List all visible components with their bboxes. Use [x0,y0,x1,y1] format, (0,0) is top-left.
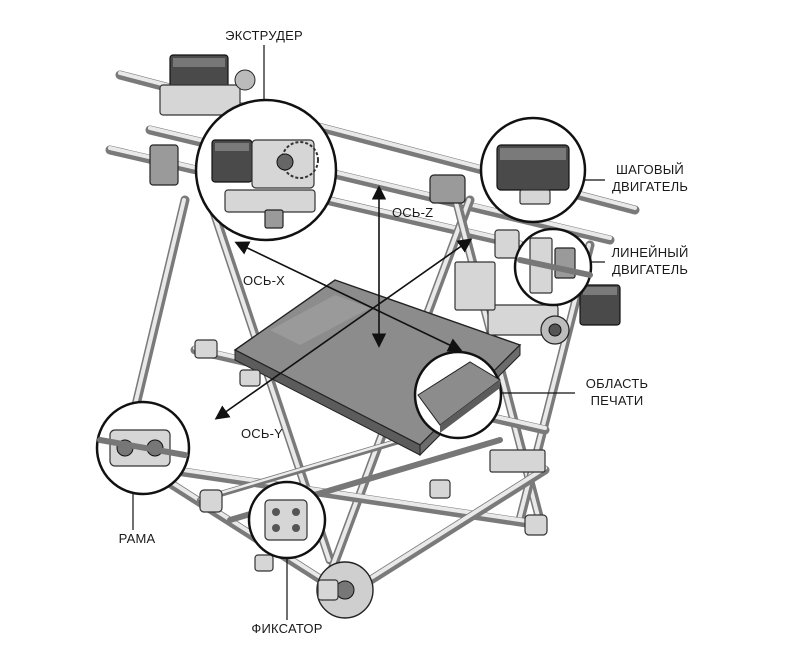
extruder-carriage [149,54,256,186]
extruder-callout [194,98,338,242]
label-clamp: ФИКСАТОР [251,621,322,636]
frame-callout [95,400,191,496]
axis-arrows [214,185,473,420]
label-axis-z: ОСЬ-Z [392,205,433,220]
print-area-callout [413,350,503,440]
corner-assembly [316,561,374,619]
label-frame: РАМА [119,531,156,546]
clamp-callout [247,480,327,560]
label-stepper-line2: ДВИГАТЕЛЬ [612,179,688,194]
label-axis-x: ОСЬ-X [243,273,285,288]
stepper-callout [479,116,587,224]
linear-motor-callout [513,227,593,307]
axis-y-arrow [214,238,473,420]
label-axis-y: ОСЬ-Y [241,426,283,441]
leader-lines [132,45,605,620]
label-linear-line1: ЛИНЕЙНЫЙ [611,245,688,260]
label-extruder: ЭКСТРУДЕР [225,28,303,43]
label-stepper-line1: ШАГОВЫЙ [616,162,684,177]
label-print-area-line2: ПЕЧАТИ [591,393,644,408]
label-print-area-line1: ОБЛАСТЬ [586,376,648,391]
label-linear-line2: ДВИГАТЕЛЬ [612,262,688,277]
